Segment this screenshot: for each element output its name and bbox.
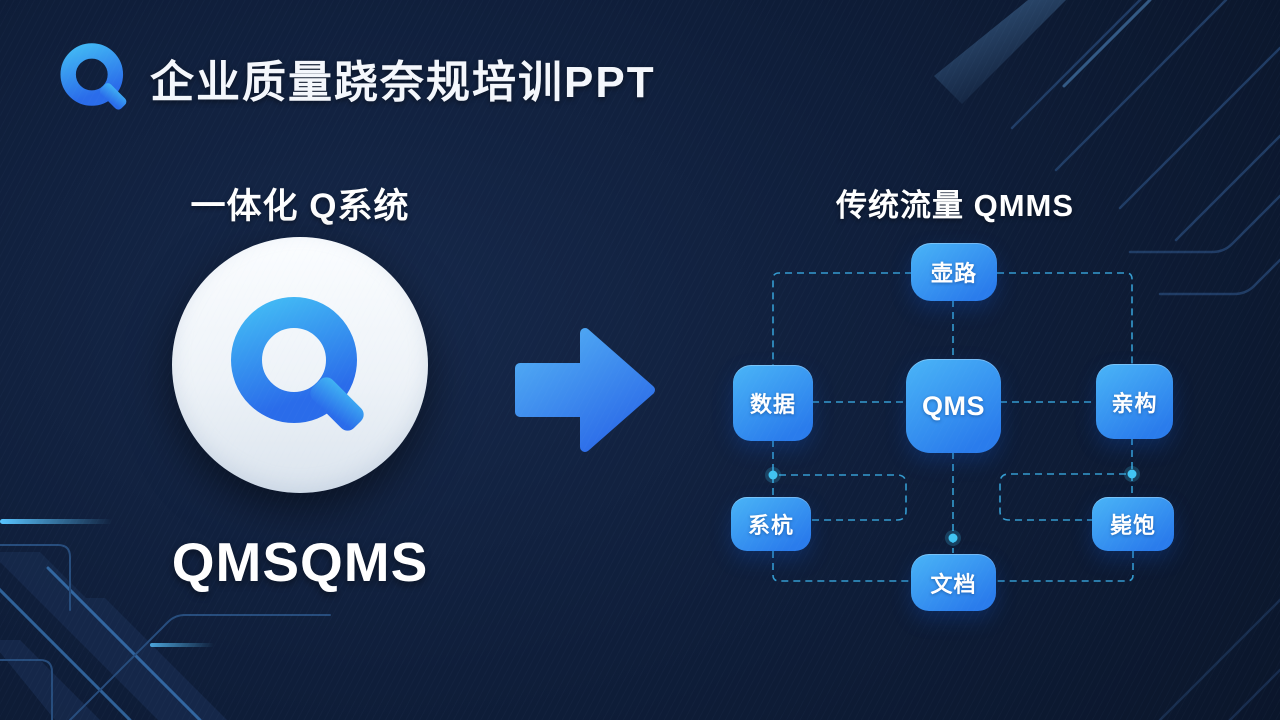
node-label: 亲构 — [1111, 390, 1158, 416]
node-label: 数据 — [749, 392, 796, 417]
diagram-node-right: 亲构 — [1096, 364, 1173, 439]
page-title: 企业质量跷奈规培训PPT — [150, 58, 656, 107]
node-label: 系杭 — [747, 513, 794, 538]
right-section-heading: 传统流量 QMMS — [835, 188, 1075, 223]
node-label: 文档 — [930, 571, 977, 597]
diagram-node-top: 壶路 — [911, 243, 997, 301]
diagram-node-bottom-left: 系杭 — [731, 497, 811, 551]
diagram-node-left: 数据 — [733, 365, 813, 441]
diagram-node-bottom-right: 毙饱 — [1092, 497, 1174, 551]
diagram-node-bottom: 文档 — [911, 554, 996, 611]
left-section-heading: 一体化 Q系统 — [190, 187, 410, 226]
node-label: 壶路 — [930, 261, 977, 286]
arrow-right-icon — [515, 328, 655, 452]
connector-junction-dots — [765, 466, 1140, 546]
node-label: QMS — [921, 390, 985, 421]
node-label: 毙饱 — [1109, 513, 1156, 538]
brand-text: QMSQMS — [171, 531, 429, 593]
q-logo-circle — [172, 237, 428, 493]
diagram-node-center-qms: QMS — [906, 359, 1001, 453]
